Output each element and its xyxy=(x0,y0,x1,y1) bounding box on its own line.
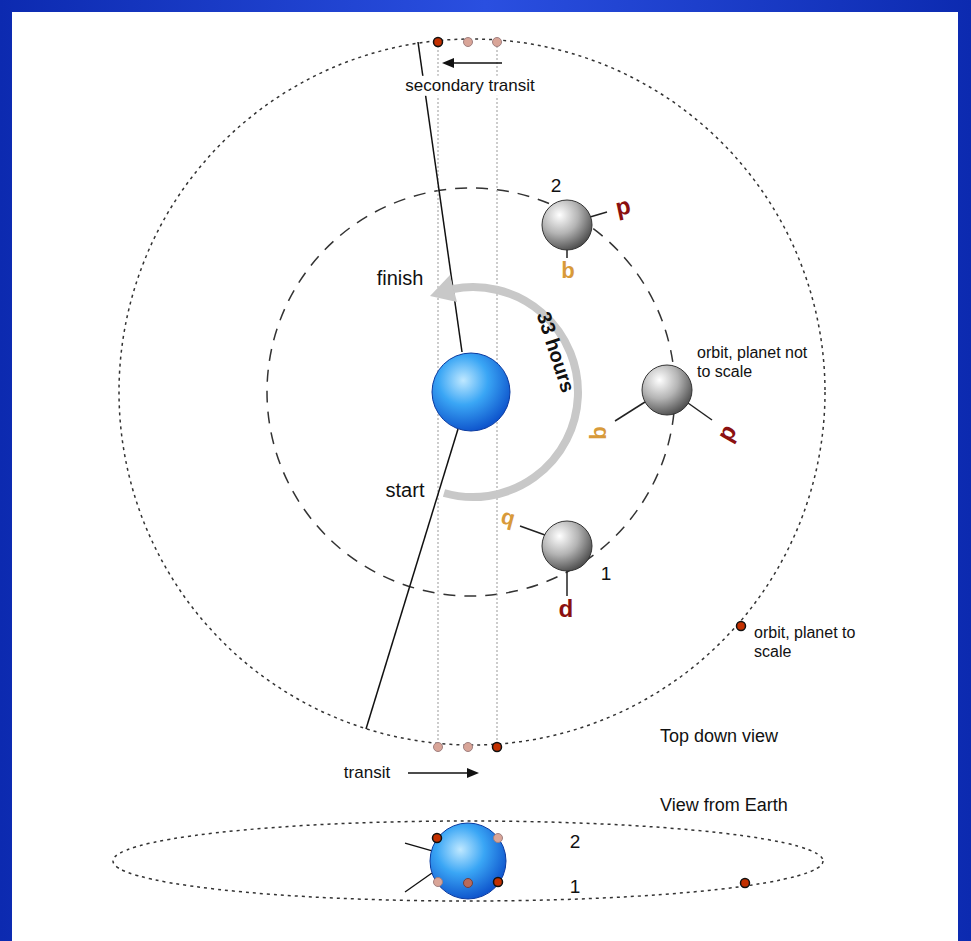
faded-planet-dot xyxy=(464,38,473,47)
direction-arrow xyxy=(452,62,502,64)
callout-number: 1 xyxy=(601,563,612,586)
arrowhead xyxy=(442,58,454,68)
direction-arrow xyxy=(408,772,468,774)
start-line xyxy=(405,873,432,892)
faded-planet-dot xyxy=(434,743,443,752)
planet xyxy=(542,521,592,571)
axis-stick xyxy=(520,526,545,535)
planet-dot xyxy=(494,878,503,887)
view-label: Top down view xyxy=(660,726,778,748)
arc-arrowhead xyxy=(430,275,457,302)
axis-letter: q xyxy=(498,504,518,533)
outer-orbit xyxy=(119,39,825,745)
planet-dot xyxy=(737,622,746,631)
star xyxy=(430,823,506,899)
star xyxy=(432,353,510,431)
position-label: finish xyxy=(374,266,427,290)
view-label: View from Earth xyxy=(660,795,788,817)
planet-dot xyxy=(433,834,442,843)
faded-planet-dot xyxy=(434,878,443,887)
duration-label: 33 hours xyxy=(532,309,581,396)
planet-axes xyxy=(520,212,712,596)
axis-stick xyxy=(566,571,568,596)
planet xyxy=(542,200,592,250)
faded-planet-dot xyxy=(464,743,473,752)
white-panel xyxy=(12,12,958,941)
callout-number: 2 xyxy=(570,831,581,854)
axis-stick xyxy=(688,403,712,420)
position-label: start xyxy=(383,478,428,502)
callout-number: 2 xyxy=(551,175,562,198)
inner-orbit xyxy=(267,188,675,596)
planet-dot xyxy=(741,879,750,888)
planet xyxy=(642,365,692,415)
finish-line xyxy=(405,843,433,851)
arrowhead xyxy=(467,768,479,778)
axis-letter: p xyxy=(559,598,574,627)
axis-stick xyxy=(615,402,645,421)
axis-letter: q xyxy=(588,426,614,439)
view-label: secondary transit xyxy=(402,76,537,96)
orbit-note: orbit, planet to scale xyxy=(754,623,874,661)
view-label: transit xyxy=(344,763,390,783)
faded-planet-dot xyxy=(464,879,473,888)
faded-planet-dot xyxy=(494,834,503,843)
axis-letter: p xyxy=(711,419,743,446)
axis-stick xyxy=(590,212,607,217)
axis-letter: p xyxy=(613,191,633,222)
projected-orbit xyxy=(113,821,823,901)
axis-letter: q xyxy=(561,260,574,286)
planet-dot xyxy=(493,743,502,752)
planet-dot xyxy=(434,38,443,47)
callout-number: 1 xyxy=(570,876,581,899)
start-line xyxy=(366,429,458,729)
faded-planet-dot xyxy=(493,38,502,47)
axis-stick xyxy=(566,250,568,258)
orbit-note: orbit, planet not to scale xyxy=(697,343,809,381)
